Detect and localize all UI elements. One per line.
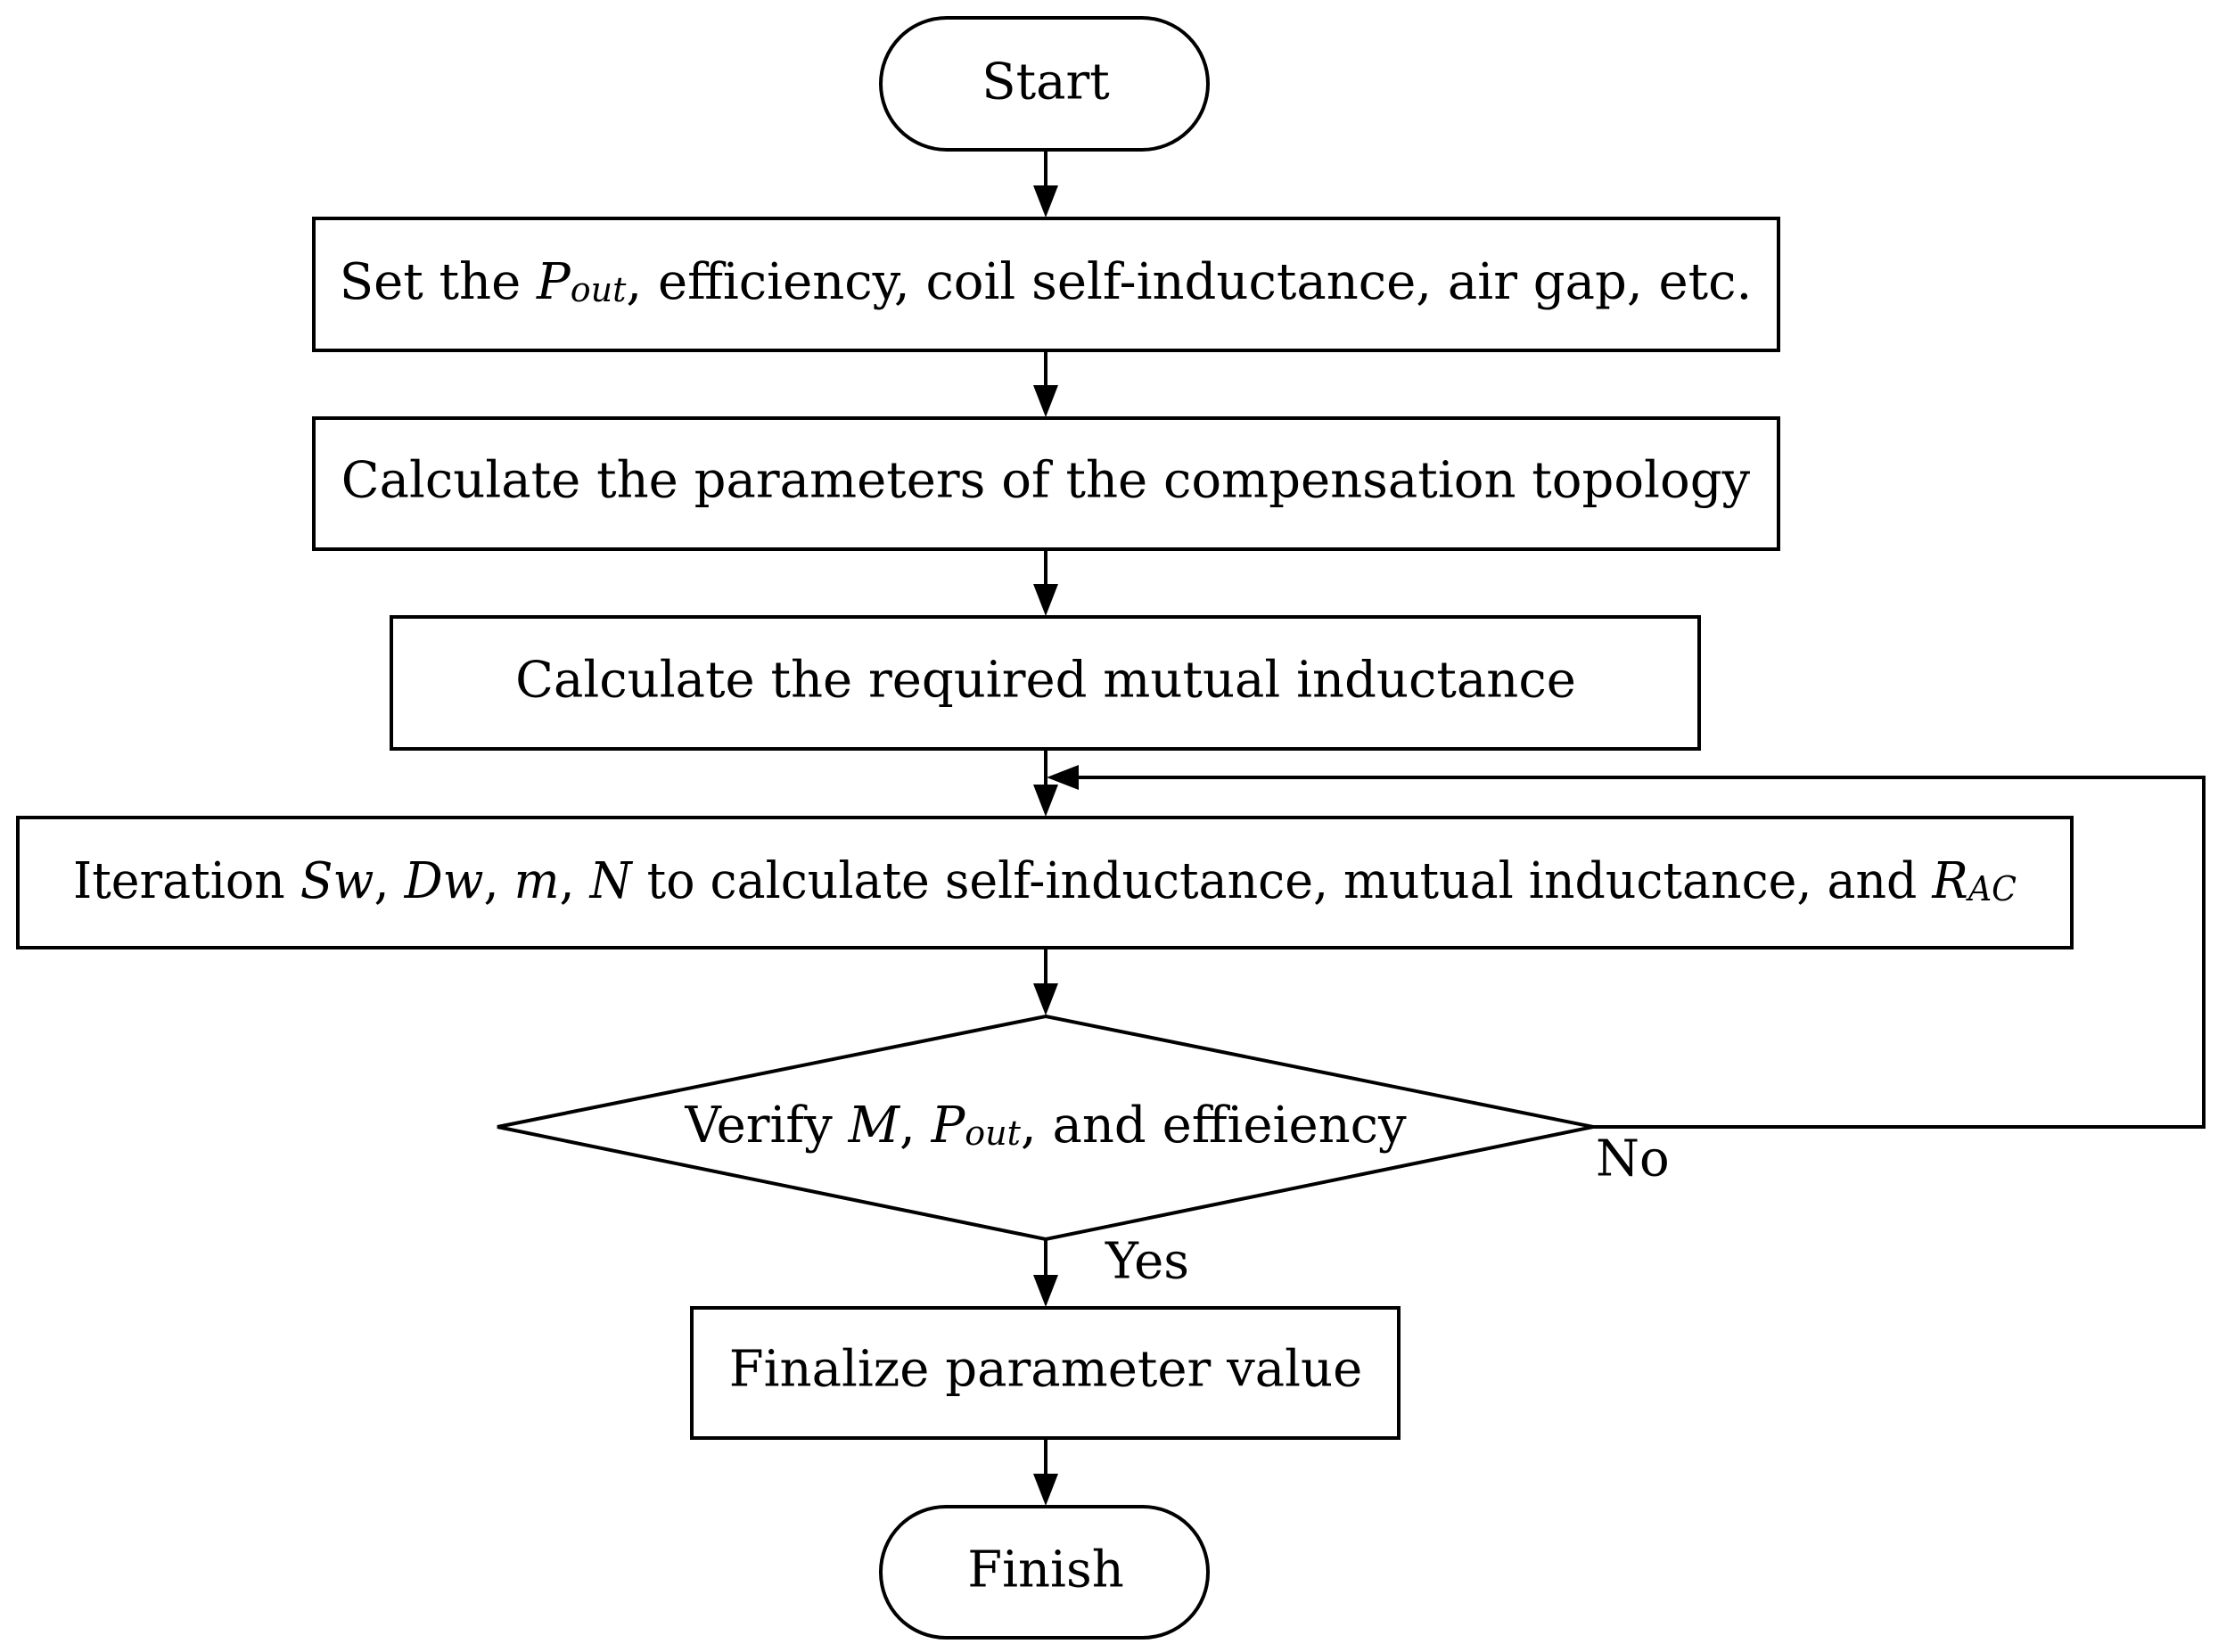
verify-sep: , [900, 1097, 932, 1155]
verify-decision-diamond [497, 1014, 1594, 1242]
connectors [1033, 150, 2206, 1506]
calc-mutual-box [390, 615, 1701, 751]
arrowhead-iteration [1033, 785, 1058, 817]
iteration-node: Iteration Sw, Dw, m, N to calculate self… [16, 816, 2074, 949]
set-params-box [312, 217, 1780, 352]
calc-mutual-label: Calculate the required mutual inductance [515, 652, 1576, 710]
iteration-var-r: R [1931, 852, 1967, 910]
iteration-sep-1: , [374, 852, 404, 910]
iteration-var-sw: Sw [300, 852, 374, 910]
finalize-label: Finalize parameter value [729, 1341, 1362, 1399]
verify-text: Verify M, Pout, and effieiency [684, 1097, 1407, 1155]
iteration-var-r-sub: AC [1966, 869, 2017, 908]
start-label: Start [982, 53, 1110, 111]
set-params-var-p-sub: out [571, 270, 627, 309]
iteration-var-n: N [588, 852, 634, 910]
finish-label: Finish [967, 1541, 1124, 1599]
iteration-middle: to calculate self-inductance, mutual ind… [632, 852, 1933, 910]
iteration-box [16, 816, 2074, 949]
arrowhead-calc-comp [1033, 385, 1058, 417]
arrowhead-verify [1033, 983, 1058, 1015]
feedback-loop-no [1079, 776, 2206, 1129]
set-params-node: Set the Pout, efficiency, coil self-indu… [312, 217, 1780, 352]
finalize-node: Finalize parameter value [690, 1306, 1401, 1440]
set-params-prefix: Set the [340, 253, 537, 311]
iteration-var-m: m [514, 852, 560, 910]
arrowhead-finish [1033, 1474, 1058, 1506]
iteration-text: Iteration Sw, Dw, m, N to calculate self… [73, 852, 2017, 910]
calc-comp-box [312, 416, 1780, 551]
start-node: Start [879, 16, 1210, 152]
verify-prefix: Verify [684, 1097, 848, 1155]
iteration-sep-2: , [484, 852, 514, 910]
iteration-sep-3: , [560, 852, 590, 910]
calc-comp-label: Calculate the parameters of the compensa… [341, 452, 1751, 510]
finalize-box [690, 1306, 1401, 1440]
verify-var-p: P [931, 1097, 966, 1155]
calc-comp-node: Calculate the parameters of the compensa… [312, 416, 1780, 551]
iteration-var-dw: Dw [404, 852, 484, 910]
start-terminator-shape [879, 16, 1210, 152]
verify-var-m: M [848, 1097, 901, 1155]
arrowhead-feedback-loop [1047, 765, 1079, 790]
finish-terminator-shape [879, 1505, 1210, 1640]
set-params-suffix: , efficiency, coil self-inductance, air … [626, 253, 1752, 311]
verify-node: Verify M, Pout, and effieiency [497, 1014, 1594, 1242]
arrowhead-finalize [1033, 1275, 1058, 1307]
verify-suffix: , and effieiency [1021, 1097, 1407, 1155]
finish-node: Finish [879, 1505, 1210, 1640]
verify-var-p-sub: out [965, 1114, 1021, 1153]
calc-mutual-node: Calculate the required mutual inductance [390, 615, 1701, 751]
branch-label-yes: Yes [1105, 1233, 1189, 1291]
branch-label-no: No [1596, 1130, 1670, 1188]
set-params-text: Set the Pout, efficiency, coil self-indu… [340, 253, 1753, 311]
set-params-var-p: P [536, 253, 571, 311]
arrowhead-calc-mutual [1033, 584, 1058, 616]
arrowhead-set-params [1033, 185, 1058, 218]
iteration-prefix: Iteration [73, 852, 300, 910]
